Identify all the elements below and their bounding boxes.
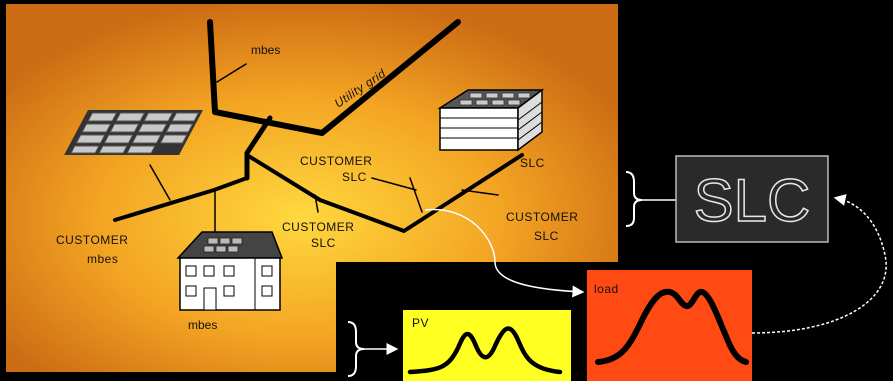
label-customer-slc-center-1: CUSTOMER	[300, 154, 372, 168]
label-slc-building: SLC	[520, 156, 545, 170]
load-label: load	[594, 282, 619, 296]
label-customer-slc-center-2: SLC	[342, 170, 367, 184]
label-mbes-house: mbes	[188, 318, 217, 332]
label-customer-mbes-left-1: CUSTOMER	[56, 233, 128, 247]
label-customer-slc-right-2: SLC	[534, 229, 559, 243]
slc-box-label: SLC	[694, 167, 811, 234]
label-mbes-top: mbes	[251, 43, 280, 57]
solar-panel-array-icon	[64, 110, 203, 155]
house-icon	[176, 231, 284, 311]
label-customer-slc-right-1: CUSTOMER	[506, 210, 578, 224]
label-customer-mbes-left-2: mbes	[87, 252, 118, 266]
pv-profile-curve	[407, 326, 563, 375]
load-profile-curve	[595, 288, 749, 365]
flow-arrow-to-load	[424, 208, 585, 298]
utility-grid-lines	[113, 19, 524, 246]
flow-arrow-to-slc	[751, 194, 887, 334]
label-customer-slc-lower-2: SLC	[311, 236, 336, 250]
label-customer-slc-lower-1: CUSTOMER	[282, 220, 354, 234]
commercial-building-icon	[437, 88, 545, 152]
brace-icon-slc	[625, 171, 643, 227]
pv-label: PV	[412, 316, 429, 330]
slc-box	[675, 155, 829, 243]
